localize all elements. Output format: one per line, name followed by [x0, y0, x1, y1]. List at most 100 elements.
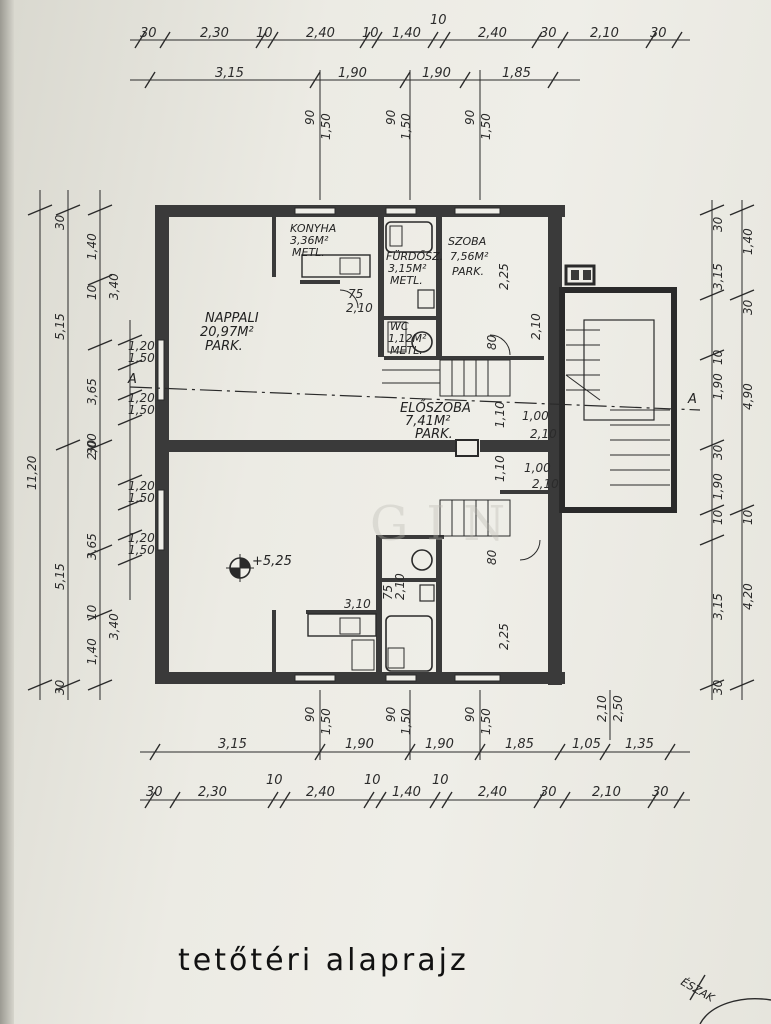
dim-label: 3,15	[711, 593, 725, 620]
dim-label: 30	[53, 214, 67, 230]
hall-name: ELŐSZOBA	[400, 400, 471, 416]
dim-label: 30	[85, 439, 99, 455]
dim-label: 3,65	[85, 378, 99, 405]
dim-label: 80	[485, 549, 499, 565]
dim-label: 1,90	[422, 66, 451, 81]
dim-label: 2,10	[530, 427, 557, 441]
dim-label: 3,40	[107, 613, 121, 640]
dim-chain-bottom-2: 3,15 1,90 1,90 1,85 1,05 1,35	[140, 737, 690, 761]
dim-label: 1,35	[625, 737, 654, 752]
dim-label: 2,50	[611, 695, 625, 722]
living-room-name: NAPPALI	[205, 311, 259, 326]
dim-label: 10	[432, 773, 449, 788]
dim-label: 10	[711, 509, 725, 525]
dim-label: 1,40	[392, 26, 421, 41]
dim-label: 10	[364, 773, 381, 788]
dim-label: 2,40	[306, 26, 335, 41]
dim-label: 30	[53, 679, 67, 695]
dim-label: 1,50	[399, 113, 413, 140]
wc-floor: METL.	[390, 344, 423, 357]
dim-label: 1,85	[502, 66, 531, 81]
dim-label: 90	[384, 706, 398, 722]
dim-label: 1,20	[128, 531, 155, 545]
dim-label: 2,10	[532, 477, 559, 491]
dim-label: 1,40	[85, 638, 99, 665]
dim-bottom-openings: 90 1,50 90 1,50 90 1,50	[303, 690, 493, 760]
dim-label: 3,65	[85, 533, 99, 560]
dim-label: 11,20	[25, 455, 39, 490]
level-value: +5,25	[252, 554, 292, 569]
dim-label: 3,10	[344, 597, 371, 611]
dim-label: 10	[741, 509, 755, 525]
inner-dimensions: 1,00 2,10 1,00 2,10 1,10 80 1,10 80 2,25…	[344, 263, 559, 650]
dim-label: 2,30	[200, 26, 229, 41]
dim-label: 2,10	[529, 313, 543, 340]
watermark: GIN	[370, 496, 523, 552]
dim-label: 1,20	[128, 391, 155, 405]
dim-label: 1,50	[479, 113, 493, 140]
dim-label: 2,40	[478, 785, 507, 800]
dim-label: 30	[711, 679, 725, 695]
dim-chain-right: 30 1,40 3,15 30 10 1,90 4,90 30 1,90 10 …	[699, 200, 755, 700]
hall-floor: PARK.	[415, 427, 453, 442]
dim-label: 5,15	[53, 563, 67, 590]
bedroom-floor: PARK.	[452, 265, 484, 278]
dim-label: 2,40	[478, 26, 507, 41]
dim-top-openings: 90 1,50 90 1,50 90 1,50	[303, 70, 493, 200]
dim-label: 1,20	[128, 339, 155, 353]
dim-label: 2,10	[590, 26, 619, 41]
dim-label: 1,50	[319, 113, 333, 140]
dim-label: 1,90	[425, 737, 454, 752]
dim-label: 90	[384, 109, 398, 125]
dim-label: 10	[85, 284, 99, 300]
dim-label: 1,05	[572, 737, 601, 752]
dim-label: 2,00	[85, 433, 99, 460]
dim-label: 30	[711, 444, 725, 460]
dim-label: 1,50	[128, 351, 155, 365]
room-labels: NAPPALI 20,97M² PARK. KONYHA 3,36M² METL…	[200, 222, 489, 442]
dim-label: 1,40	[741, 228, 755, 255]
dim-label: 2,10	[393, 573, 407, 600]
dim-label: 75	[381, 585, 395, 600]
dim-label: 1,90	[711, 373, 725, 400]
wc-name: WC	[390, 320, 409, 333]
dim-label: 10	[430, 13, 447, 28]
dim-chain-top-2: 3,15 1,90 1,90 1,85	[130, 66, 580, 89]
bedroom-area: 7,56M²	[450, 250, 489, 263]
dim-label: 1,90	[338, 66, 367, 81]
kitchen-name: KONYHA	[290, 222, 336, 235]
dim-label: 1,90	[711, 473, 725, 500]
dim-label: 2,25	[497, 623, 511, 650]
building-walls	[155, 205, 565, 685]
dim-label: 10	[256, 26, 273, 41]
dim-label: 90	[463, 706, 477, 722]
dim-chain-left: 11,20 5,15 3,65 2,00 3,65 5,15 30 1,40 1…	[25, 190, 155, 700]
dim-label: 30	[741, 299, 755, 315]
dim-label: 2,30	[198, 785, 227, 800]
dim-label: 3,40	[107, 273, 121, 300]
north-label: ÉSZAK	[679, 975, 718, 1005]
fixtures	[301, 221, 541, 672]
dim-label: 4,20	[741, 583, 755, 610]
bath-floor: METL.	[390, 274, 423, 287]
dim-label: 80	[485, 334, 499, 350]
dim-label: 1,90	[345, 737, 374, 752]
dim-label: 2,25	[497, 263, 511, 290]
dim-label: 30	[146, 785, 163, 800]
dim-label: 1,10	[493, 455, 507, 482]
dim-label: 10	[711, 349, 725, 365]
dim-label: 30	[540, 785, 557, 800]
dim-label: 30	[711, 216, 725, 232]
dim-label: 75	[348, 287, 363, 301]
level-marker: +5,25	[226, 554, 292, 582]
dim-label: 1,85	[505, 737, 534, 752]
dim-label: 2,10	[592, 785, 621, 800]
bedroom-name: SZOBA	[448, 235, 486, 248]
north-arrow: ÉSZAK	[679, 974, 771, 1024]
dim-label: 1,50	[128, 491, 155, 505]
dim-label: 30	[650, 26, 667, 41]
dim-label: 3,15	[711, 263, 725, 290]
inner-stairs	[382, 359, 511, 537]
drawing-title: tetőtéri alaprajz	[178, 943, 469, 978]
